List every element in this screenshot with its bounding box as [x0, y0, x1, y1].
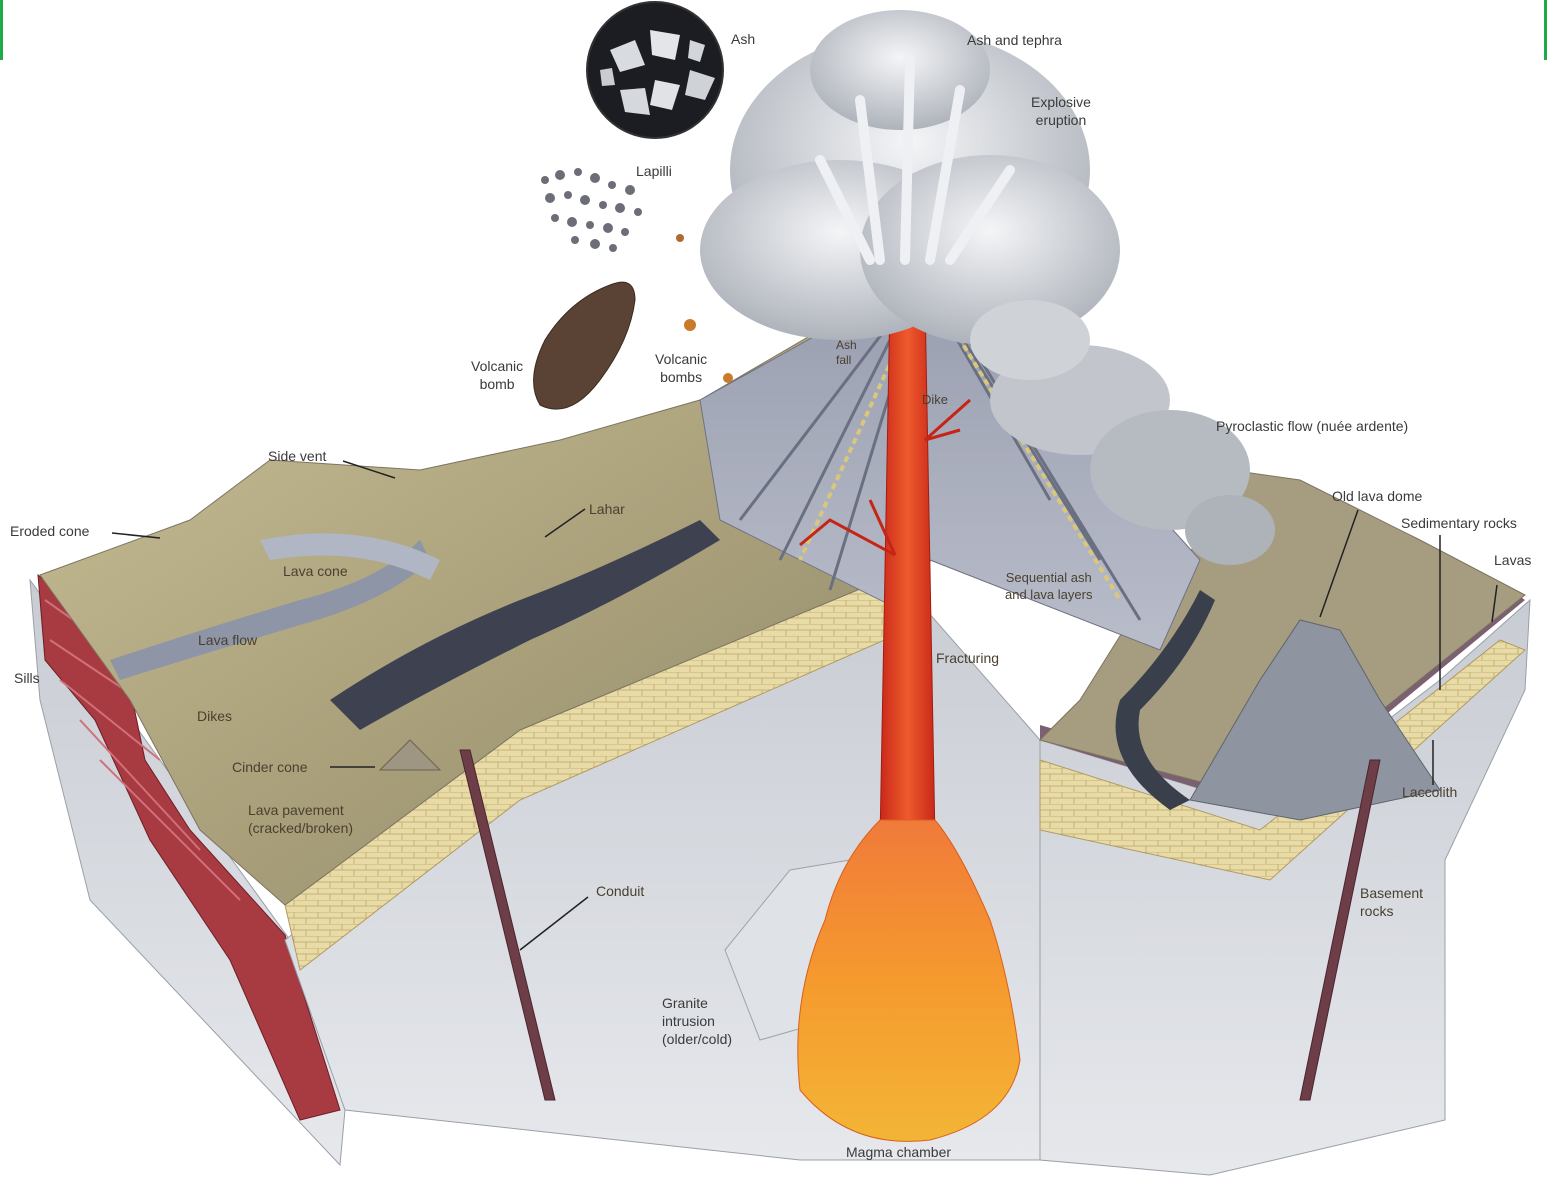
label-side-vent: Side vent: [268, 447, 326, 465]
label-explosive-eruption: Explosive eruption: [1031, 93, 1091, 129]
left-frame-accent: [0, 0, 3, 60]
label-volcanic-bomb: Volcanic bomb: [471, 357, 523, 393]
lapilli-inset: [541, 168, 642, 252]
label-cinder-cone: Cinder cone: [232, 758, 308, 776]
label-fracturing: Fracturing: [936, 649, 999, 667]
label-lava-flow: Lava flow: [198, 631, 257, 649]
label-basement-rocks: Basement rocks: [1360, 884, 1423, 920]
label-lahar: Lahar: [589, 500, 625, 518]
label-volcanic-bombs: Volcanic bombs: [655, 350, 707, 386]
label-conduit: Conduit: [596, 882, 644, 900]
label-dike: Dike: [922, 391, 948, 409]
label-lava-cone: Lava cone: [283, 562, 348, 580]
label-pyroclastic-flow: Pyroclastic flow (nuée ardente): [1216, 417, 1408, 435]
label-magma-chamber: Magma chamber: [846, 1143, 951, 1161]
label-lavas: Lavas: [1494, 551, 1531, 569]
label-lapilli: Lapilli: [636, 162, 672, 180]
label-dikes: Dikes: [197, 707, 232, 725]
volcanic-bomb-inset: [534, 282, 635, 409]
label-ash: Ash: [731, 30, 755, 48]
label-ash-and-tephra: Ash and tephra: [967, 31, 1062, 49]
label-sequential-layers: Sequential ash and lava layers: [1005, 569, 1092, 603]
label-sills: Sills: [14, 669, 40, 687]
label-lava-pavement: Lava pavement (cracked/broken): [248, 801, 353, 837]
label-laccolith: Laccolith: [1402, 783, 1457, 801]
label-ash-fall: Ash fall: [836, 338, 857, 368]
label-old-lava-dome: Old lava dome: [1332, 487, 1422, 505]
label-eroded-cone: Eroded cone: [10, 522, 89, 540]
label-sedimentary-rocks: Sedimentary rocks: [1401, 514, 1517, 532]
label-granite-intrusion: Granite intrusion (older/cold): [662, 994, 732, 1048]
ash-inset: [587, 2, 723, 138]
